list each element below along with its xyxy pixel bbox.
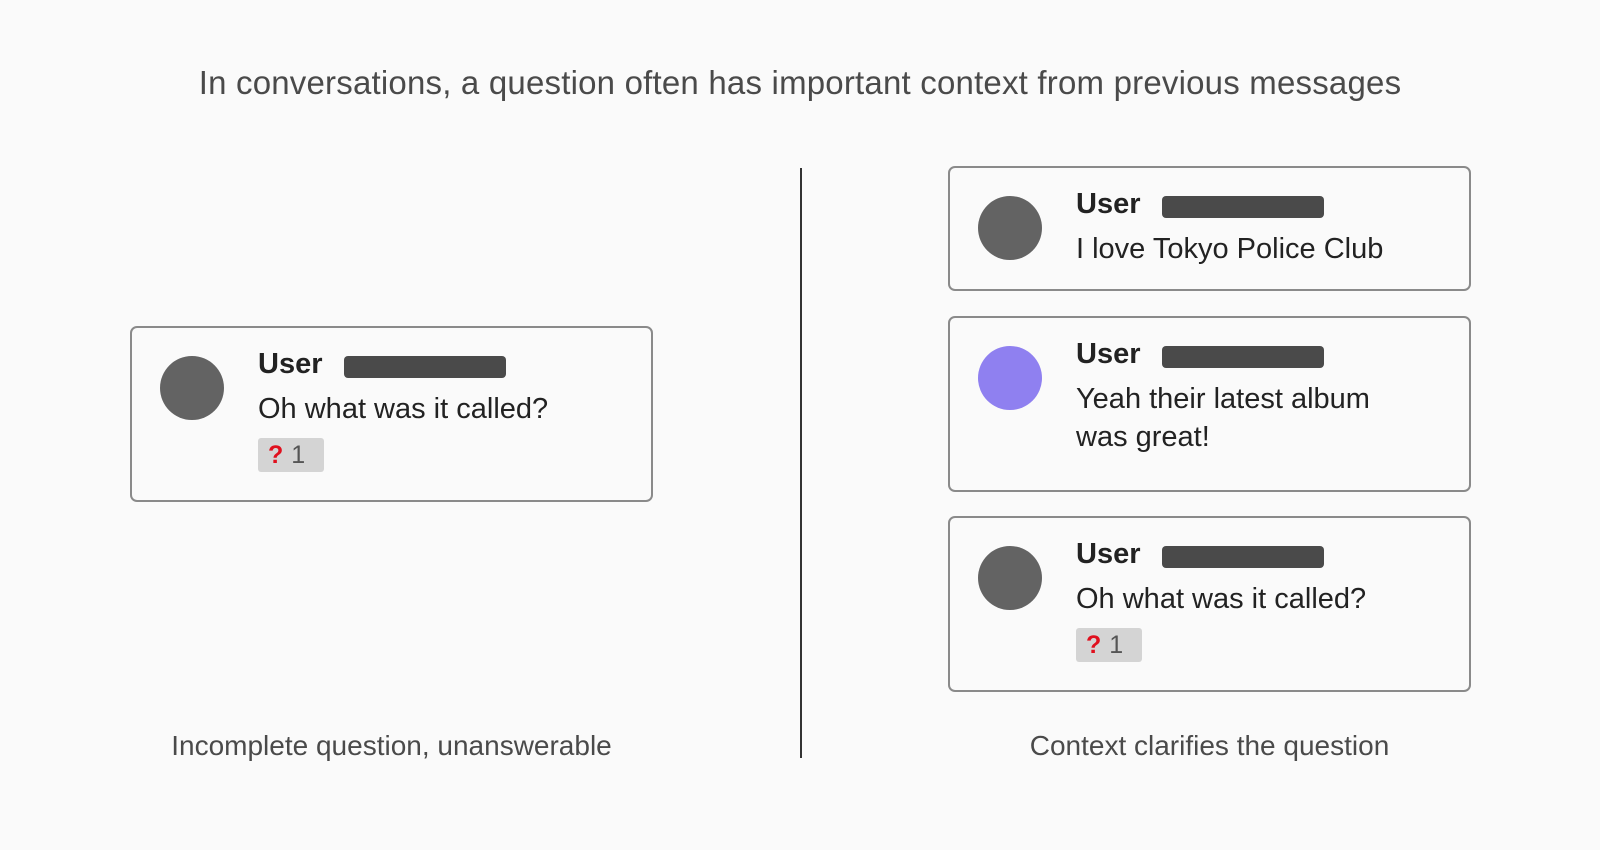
- message-username: User: [1076, 338, 1141, 370]
- question-reaction-badge[interactable]: ?1: [1076, 628, 1142, 662]
- message-card-incomplete: User Oh what was it called? ?1: [130, 326, 653, 502]
- left-panel-caption: Incomplete question, unanswerable: [171, 730, 612, 761]
- redacted-timestamp: [344, 356, 506, 378]
- reaction-count: 1: [291, 441, 306, 469]
- page-title: In conversations, a question often has i…: [198, 64, 1402, 101]
- panel-divider: [800, 168, 802, 758]
- user-avatar: [978, 546, 1042, 610]
- message-text: Yeah their latest album was great!: [1076, 383, 1370, 453]
- question-mark-icon: ?: [1086, 631, 1102, 659]
- message-text: Oh what was it called?: [258, 393, 549, 425]
- message-card-context-2: User Yeah their latest album was great!: [948, 316, 1471, 492]
- message-card-context-3: User Oh what was it called? ?1: [948, 516, 1471, 692]
- user-avatar: [160, 356, 224, 420]
- message-username: User: [1076, 188, 1141, 220]
- user-avatar: [978, 346, 1042, 410]
- redacted-timestamp: [1162, 346, 1324, 368]
- message-username: User: [258, 348, 323, 380]
- reaction-count: 1: [1109, 631, 1124, 659]
- right-panel-caption: Context clarifies the question: [1029, 730, 1390, 761]
- message-text: Oh what was it called?: [1076, 583, 1367, 615]
- redacted-timestamp: [1162, 546, 1324, 568]
- redacted-timestamp: [1162, 196, 1324, 218]
- message-card-context-1: User I love Tokyo Police Club: [948, 166, 1471, 291]
- message-text: I love Tokyo Police Club: [1076, 233, 1384, 265]
- question-mark-icon: ?: [268, 441, 284, 469]
- user-avatar: [978, 196, 1042, 260]
- question-reaction-badge[interactable]: ?1: [258, 438, 324, 472]
- message-username: User: [1076, 538, 1141, 570]
